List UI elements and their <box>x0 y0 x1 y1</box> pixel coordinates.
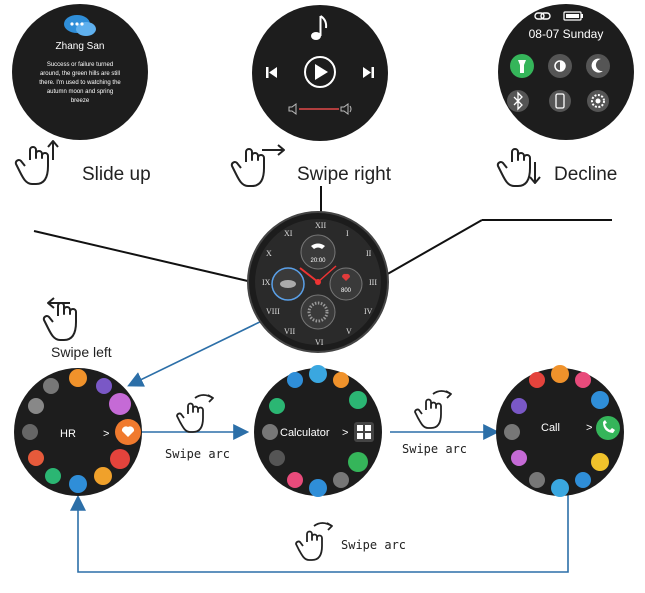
call-chevron: > <box>586 422 592 434</box>
flashlight-toggle[interactable] <box>510 54 534 78</box>
svg-text:VIII: VIII <box>266 307 280 316</box>
play-button[interactable] <box>304 56 336 88</box>
message-line: breeze <box>71 98 90 104</box>
gesture-label-swipe-arc: Swipe arc <box>165 447 230 461</box>
calculator-chevron: > <box>342 427 348 439</box>
brightness-toggle[interactable] <box>548 54 572 78</box>
app-icon-ring[interactable] <box>504 365 609 497</box>
gesture-label-slide-up: Slide up <box>82 164 151 185</box>
moon-icon[interactable] <box>586 54 610 78</box>
svg-text:XII: XII <box>315 221 326 230</box>
connector-right <box>383 219 483 277</box>
svg-text:IX: IX <box>262 278 271 287</box>
volume-slider[interactable] <box>288 103 352 115</box>
quick-settings-screen: 08-07 Sunday <box>498 4 634 140</box>
gesture-label-swipe-right: Swipe right <box>297 164 392 185</box>
gesture-label-swipe-arc: Swipe arc <box>341 538 406 552</box>
svg-text:VI: VI <box>315 338 324 347</box>
heart-rate-subdial: 800 <box>329 267 363 301</box>
svg-text:XI: XI <box>284 229 293 238</box>
calculator-app-menu: Calculator > <box>254 365 382 497</box>
gesture-label-swipe-left: Swipe left <box>51 344 112 360</box>
call-label: Call <box>541 422 560 434</box>
heart-icon <box>121 426 135 437</box>
message-line: around, the green hills are still <box>40 71 120 77</box>
message-line: there. I'm used to watching the <box>39 80 121 86</box>
hand-swipe-arc-icon <box>295 522 333 561</box>
svg-text:VII: VII <box>284 327 295 336</box>
hr-app-menu: HR > <box>14 368 142 496</box>
arrow-to-hr-menu <box>127 317 269 387</box>
svg-text:X: X <box>266 249 272 258</box>
weather-subdial <box>271 267 305 301</box>
svg-text:III: III <box>369 278 377 287</box>
find-phone-toggle[interactable] <box>549 90 571 112</box>
message-sender: Zhang San <box>56 41 105 52</box>
calculator-label: Calculator <box>280 427 330 439</box>
volume-down-icon[interactable] <box>288 103 297 115</box>
app-icon-ring[interactable] <box>22 369 141 493</box>
music-screen <box>252 5 388 141</box>
steps-subdial: 20:00 <box>300 234 336 270</box>
battery-icon <box>563 11 583 21</box>
arrow-call-back-to-hr <box>70 490 569 573</box>
hand-swipe-right-icon <box>230 144 285 187</box>
gesture-label-swipe-arc: Swipe arc <box>402 442 467 456</box>
phone-icon <box>596 416 620 440</box>
seconds-subdial <box>300 294 336 330</box>
svg-text:V: V <box>346 327 352 336</box>
hour-hand <box>299 267 319 283</box>
hand-swipe-arc-icon <box>414 390 452 429</box>
next-track-icon[interactable] <box>363 67 374 78</box>
settings-gear-icon[interactable] <box>587 90 609 112</box>
previous-track-icon[interactable] <box>266 67 277 78</box>
message-line: Success or failure turned <box>47 62 113 68</box>
call-app-menu: Call > <box>496 365 624 497</box>
status-date: 08-07 Sunday <box>529 27 604 41</box>
volume-up-icon[interactable] <box>340 103 349 115</box>
svg-text:I: I <box>346 229 349 238</box>
link-icon <box>534 12 551 20</box>
app-icon-ring[interactable] <box>262 365 368 497</box>
connector-left <box>33 230 253 283</box>
message-line: autumn moon and spring <box>47 89 113 95</box>
gesture-label-decline: Decline <box>554 164 617 185</box>
svg-text:IV: IV <box>364 307 373 316</box>
music-note-icon <box>311 15 328 40</box>
calculator-icon <box>354 422 374 442</box>
bluetooth-toggle[interactable] <box>507 90 529 112</box>
watch-digits: 20:00 <box>310 258 326 264</box>
hand-swipe-left-icon <box>42 297 77 341</box>
hr-label: HR <box>60 428 76 440</box>
message-screen: Zhang San Success or failure turned arou… <box>12 4 148 140</box>
hr-chevron: > <box>103 428 109 440</box>
svg-text:II: II <box>366 249 372 258</box>
chat-bubble-icon <box>64 15 96 36</box>
hand-slide-up-icon <box>14 140 59 185</box>
hand-swipe-arc-icon <box>176 394 214 433</box>
step-value: 800 <box>341 288 352 294</box>
hand-decline-icon <box>496 148 541 187</box>
minute-hand <box>317 265 337 283</box>
